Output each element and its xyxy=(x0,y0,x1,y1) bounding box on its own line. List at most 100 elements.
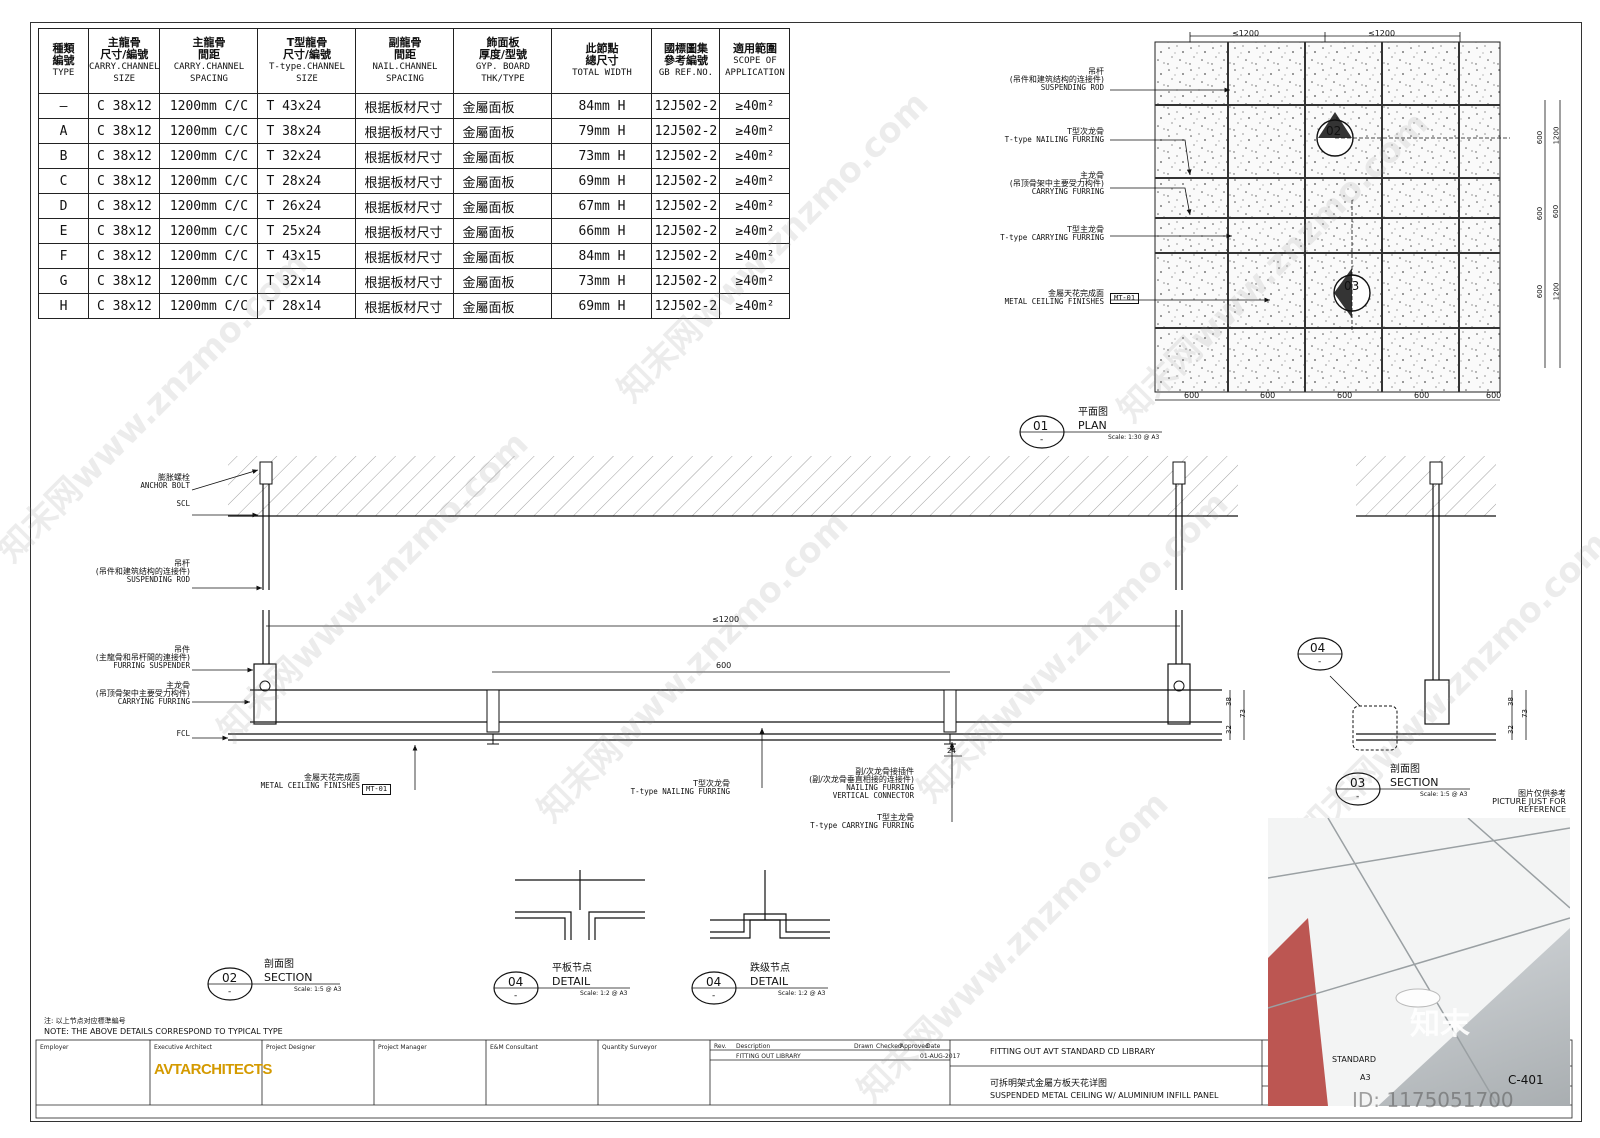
schedule-cell: 1200mm C/C xyxy=(159,93,259,119)
sec-dim-right: 38 xyxy=(1224,697,1233,706)
detail-flat-sub: - xyxy=(514,991,518,1001)
sec-dim-24: 24 xyxy=(947,747,956,755)
tb-rev-date: 01-AUG-2017 xyxy=(920,1053,961,1060)
schedule-cell: 金屬面板 xyxy=(453,218,553,244)
schedule-cell: 69mm H xyxy=(551,293,653,319)
tb-paper-size: A3 xyxy=(1360,1073,1371,1082)
note-en: NOTE: THE ABOVE DETAILS CORRESPOND TO TY… xyxy=(44,1027,283,1036)
schedule-cell: D xyxy=(38,193,89,219)
plan-dim-right: 600 xyxy=(1552,204,1561,219)
detail-sketches xyxy=(515,870,830,940)
schedule-cell: H xyxy=(38,293,89,319)
schedule-cell: 1200mm C/C xyxy=(159,268,259,294)
schedule-cell: 1200mm C/C xyxy=(159,218,259,244)
schedule-cell: T 43x24 xyxy=(257,93,357,119)
plan-dim-bottom: 600 xyxy=(1486,391,1502,400)
sec03-dim-right: 38 xyxy=(1506,697,1515,706)
sec03-title-zh: 剖面图 xyxy=(1390,764,1420,775)
sec02-title-en: SECTION xyxy=(264,971,313,984)
sec02-title-zh: 剖面图 xyxy=(264,959,294,970)
detail-step-en: DETAIL xyxy=(750,975,789,988)
stamp-id: ID: 1175051700 xyxy=(1352,1088,1514,1112)
plan-dim-right: 1200 xyxy=(1552,282,1561,301)
schedule-cell: T 32x14 xyxy=(257,268,357,294)
sec-dim-mid: 600 xyxy=(716,661,732,670)
sec-label-carrying: 主龙骨(吊顶骨架中主要受力构件)CARRYING FURRING xyxy=(95,681,190,706)
schedule-cell: 根据板材尺寸 xyxy=(355,93,455,119)
tb-rev-desc: FITTING OUT LIBRARY xyxy=(736,1053,801,1060)
schedule-cell: 84mm H xyxy=(551,93,653,119)
plan-dim-right: 1200 xyxy=(1552,126,1561,145)
detail-flat-scale: Scale: 1:2 @ A3 xyxy=(580,990,628,997)
schedule-cell: F xyxy=(38,243,89,269)
tb-rev-head-checked: Checked xyxy=(876,1043,902,1050)
schedule-cell: 根据板材尺寸 xyxy=(355,293,455,319)
detail-step-scale: Scale: 1:2 @ A3 xyxy=(778,990,826,997)
tb-logo: AVTARCHITECTS xyxy=(154,1061,272,1078)
schedule-cell: ≥40m² xyxy=(719,218,791,244)
sec-tag: MT-01 xyxy=(362,784,392,795)
sec03-title-en: SECTION xyxy=(1390,776,1439,789)
sec03-dim-right: 32 xyxy=(1506,725,1515,734)
tb-rev-head-date: Date xyxy=(926,1043,941,1050)
schedule-cell: 金屬面板 xyxy=(453,118,553,144)
sec02-scale: Scale: 1:5 @ A3 xyxy=(294,986,342,993)
schedule-cell: T 28x14 xyxy=(257,293,357,319)
sec03-scale: Scale: 1:5 @ A3 xyxy=(1420,791,1468,798)
plan-title-sub: - xyxy=(1040,435,1044,445)
schedule-cell: T 28x24 xyxy=(257,168,357,194)
note-zh: 注: 以上节点对应標準編号 xyxy=(44,1017,126,1025)
plan-dim-right-sub: 600 xyxy=(1536,206,1545,221)
schedule-cell: 12J502-2 xyxy=(651,268,721,294)
schedule-cell: 金屬面板 xyxy=(453,143,553,169)
tb-drawing-title-en: SUSPENDED METAL CEILING W/ ALUMINIUM INF… xyxy=(990,1091,1219,1100)
stamp-logo: 知末 xyxy=(1410,1007,1470,1042)
detail-flat-number: 04 xyxy=(508,975,524,989)
plan-title-zh: 平面图 xyxy=(1078,407,1108,418)
schedule-cell: C 38x12 xyxy=(87,118,161,144)
detail-flat-en: DETAIL xyxy=(552,975,591,988)
schedule-cell: 金屬面板 xyxy=(453,293,553,319)
schedule-cell: 根据板材尺寸 xyxy=(355,118,455,144)
schedule-cell: 根据板材尺寸 xyxy=(355,243,455,269)
tb-rev-head-desc: Description xyxy=(736,1043,771,1050)
plan-view xyxy=(1110,32,1561,401)
sec-dim-top: ≤1200 xyxy=(712,615,740,624)
plan-dim-top: ≤1200 xyxy=(1232,29,1260,38)
schedule-cell: ≥40m² xyxy=(719,143,791,169)
plan-dim-bottom: 600 xyxy=(1414,391,1430,400)
detail-step-number: 04 xyxy=(706,975,722,989)
sec-label-fcl: FCL xyxy=(176,729,190,738)
sheet-border xyxy=(30,22,1582,1122)
sec-label-suspender: 吊件(主龍骨和吊杆間的連接件)FURRING SUSPENDER xyxy=(95,645,190,670)
schedule-cell: C 38x12 xyxy=(87,168,161,194)
schedule-cell: 金屬面板 xyxy=(453,243,553,269)
tb-quantity-surveyor: Quantity Surveyor xyxy=(602,1044,657,1051)
plan-dim-bottom: 600 xyxy=(1184,391,1200,400)
reference-photo xyxy=(1268,818,1570,1106)
plan-dim-bottom: 600 xyxy=(1260,391,1276,400)
tb-drawing-title-zh: 可拆明架式金屬方板天花详图 xyxy=(990,1079,1108,1089)
sec03-title-sub: - xyxy=(1356,792,1360,802)
sec-label-scl: SCL xyxy=(176,499,190,508)
plan-dim-top: ≤1200 xyxy=(1368,29,1396,38)
sec02-title-number: 02 xyxy=(222,971,238,985)
schedule-cell: 根据板材尺寸 xyxy=(355,218,455,244)
